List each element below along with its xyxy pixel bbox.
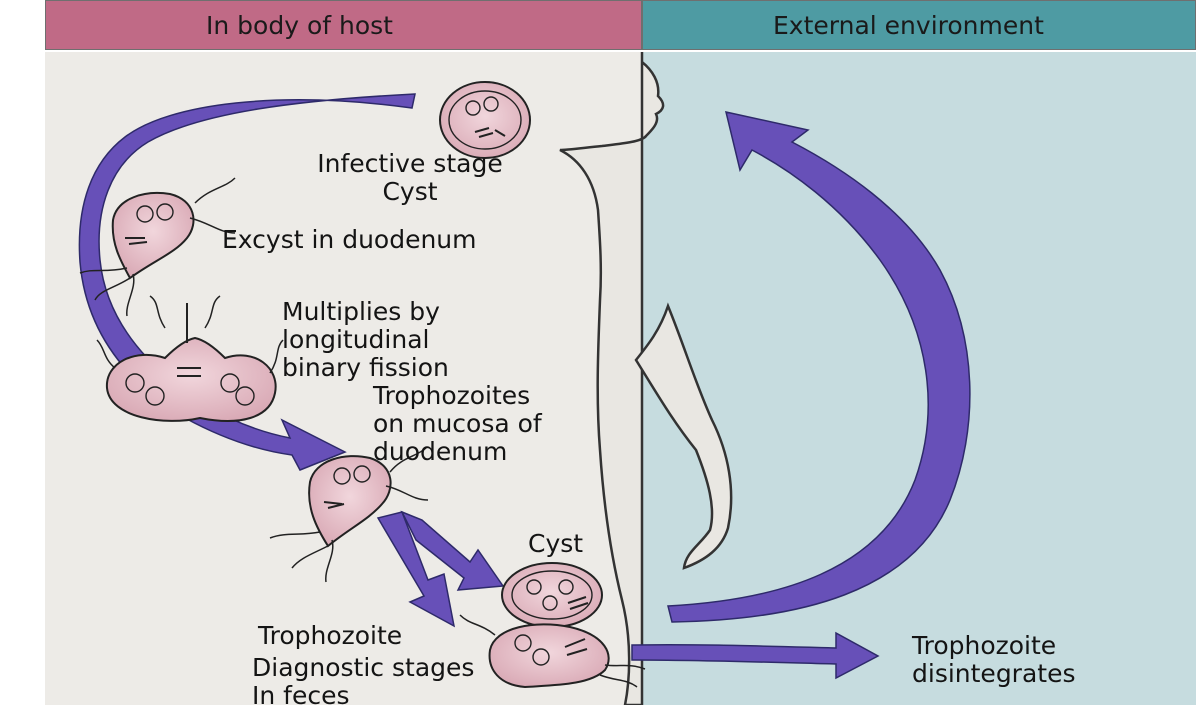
label-cyst: Cyst [528, 530, 583, 558]
label-excyst: Excyst in duodenum [222, 226, 477, 254]
label-diagnostic-stages: Diagnostic stages In feces [252, 654, 474, 705]
label-trophozoite-disintegrates: Trophozoite disintegrates [912, 632, 1076, 688]
arm-outline [636, 306, 731, 568]
cyst-icon [440, 82, 530, 158]
label-trophozoites-mucosa: Trophozoites on mucosa of duodenum [373, 382, 542, 466]
trophozoite-icon [460, 615, 645, 687]
label-multiplies: Multiplies by longitudinal binary fissio… [282, 298, 449, 382]
label-infective-stage: Infective stage Cyst [280, 150, 540, 206]
arrow-to-disintegrates [632, 633, 878, 678]
cyst-icon [502, 563, 602, 627]
dividing-trophozoite-icon [97, 296, 283, 421]
label-trophozoite: Trophozoite [258, 622, 402, 650]
